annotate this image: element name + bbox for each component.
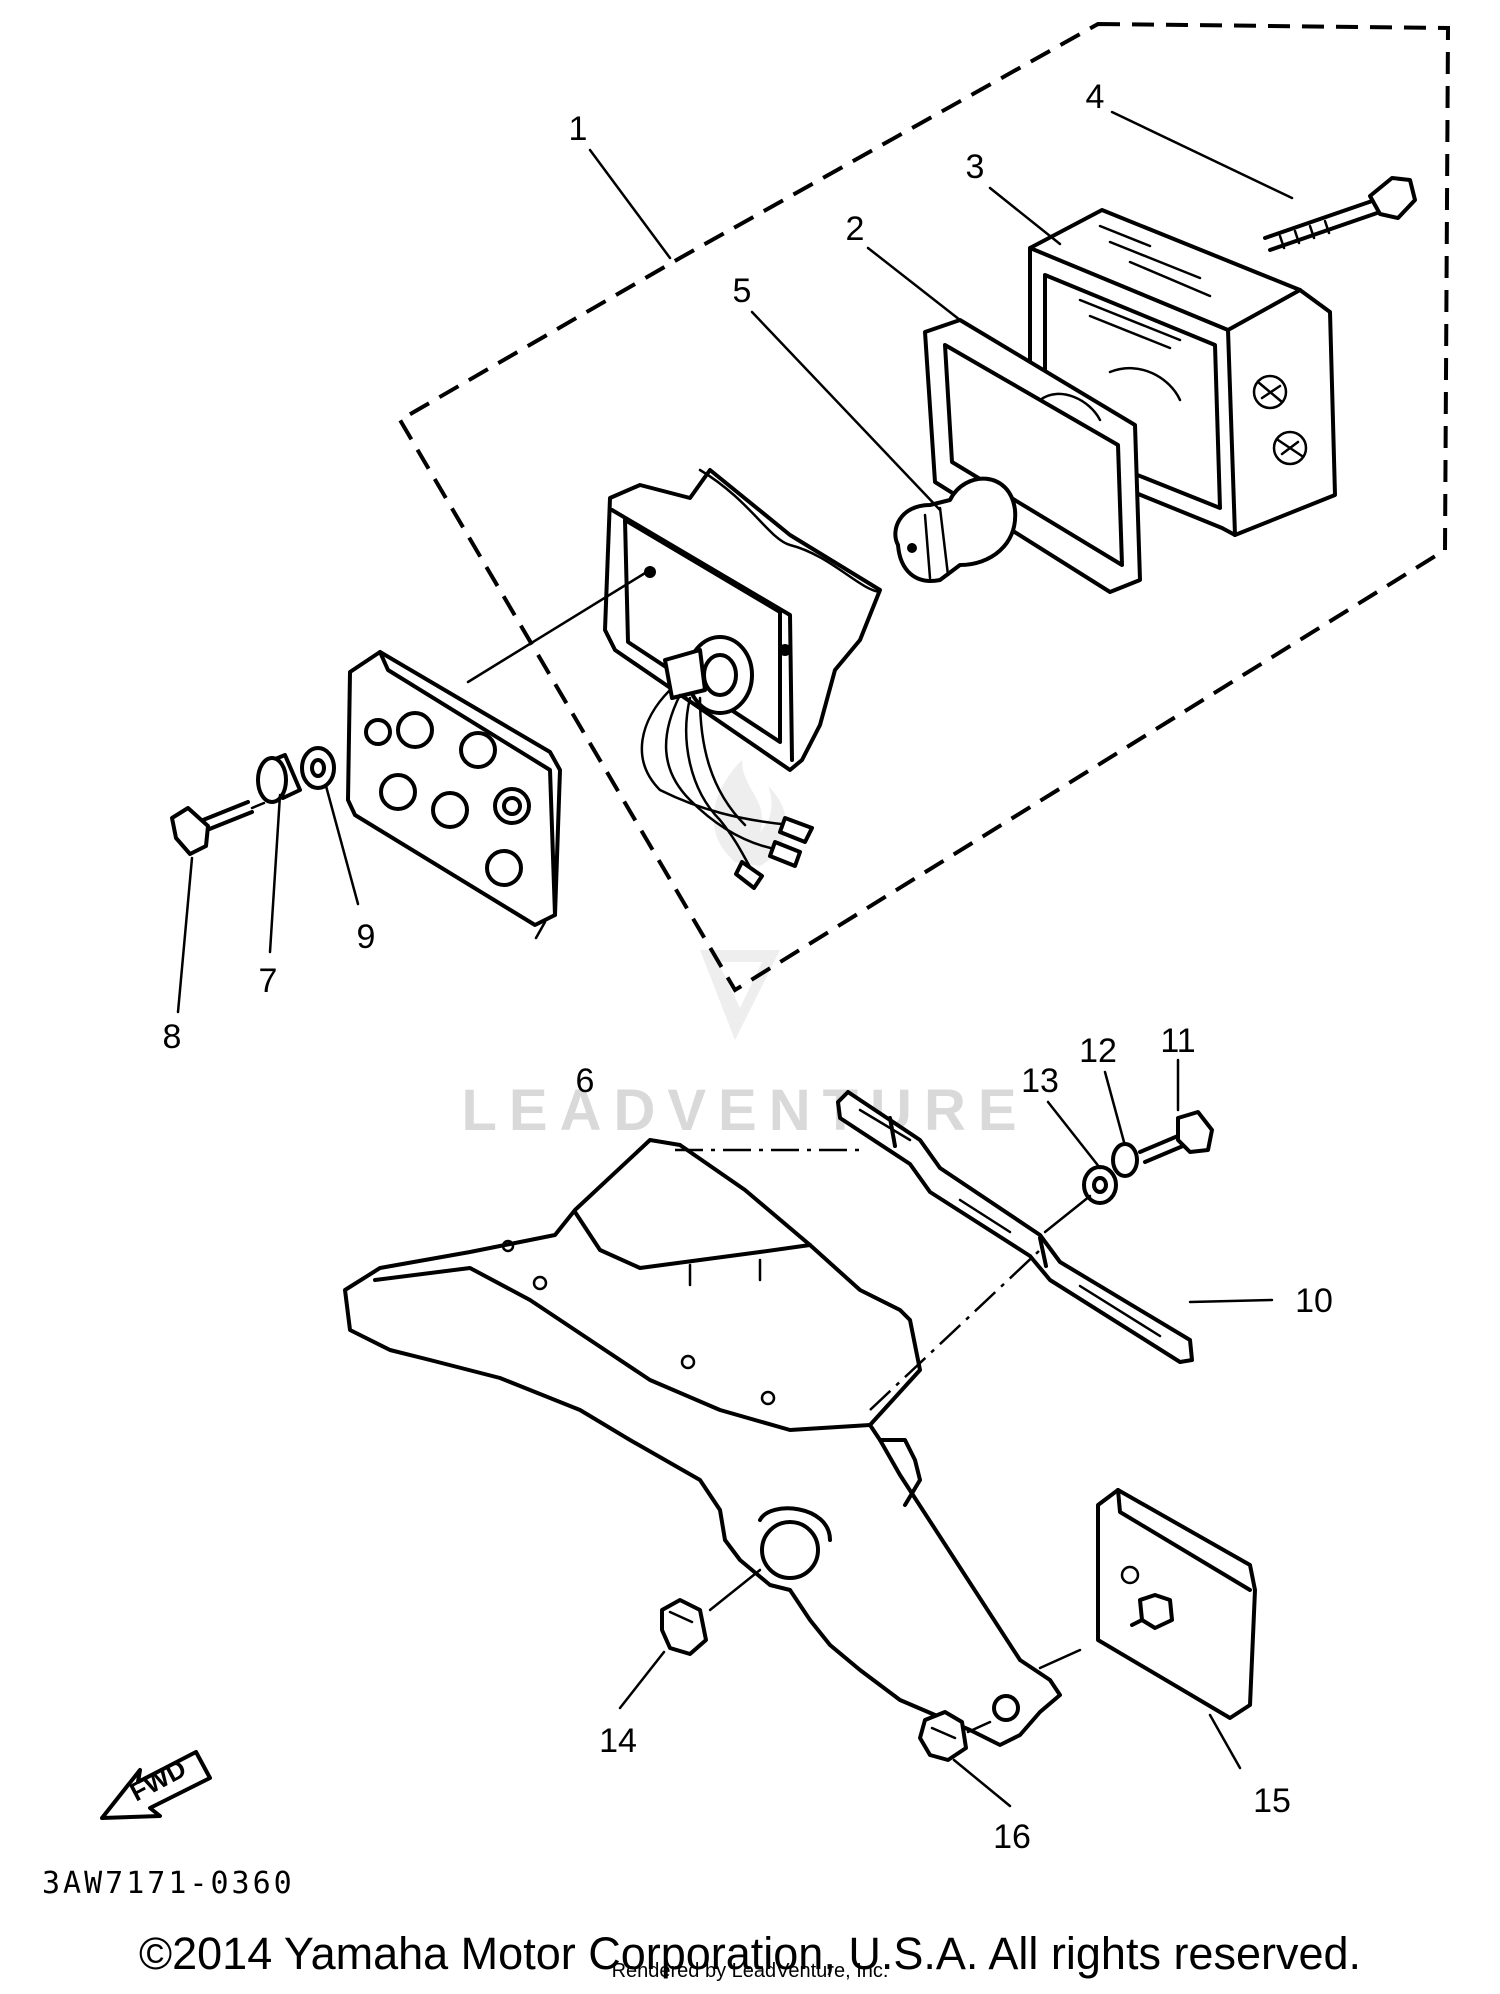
part-8-bolt: [170, 800, 254, 856]
watermark: LEADVENTURE: [461, 760, 1028, 1143]
callout-14: 14: [599, 1722, 637, 1760]
copyright-notice: ©2014 Yamaha Motor Corporation, U.S.A. A…: [138, 1928, 1362, 1979]
rear-fender: [343, 1138, 1062, 1747]
callout-11: 11: [1160, 1022, 1195, 1060]
rendered-by-notice: Rendered by LeadVenture, Inc.: [611, 1960, 889, 1982]
forward-arrow: FWD: [100, 1750, 212, 1820]
callout-7: 7: [259, 962, 278, 1000]
assembly-outline: [397, 21, 1451, 993]
leader-lines: [176, 110, 1294, 1808]
part-11-bolt: [1138, 1110, 1214, 1164]
axis-line-bolt: [250, 801, 266, 810]
part-15-reflector: [1096, 1488, 1257, 1720]
axis-line-bracket: [1043, 1194, 1092, 1234]
callout-8: 8: [163, 1018, 182, 1056]
watermark-text: LEADVENTURE: [461, 1078, 1028, 1143]
axis-line-reflector: [1038, 1648, 1082, 1670]
axis-line-fender-bracket: [869, 1249, 1041, 1411]
part-5-bulb: [893, 476, 1018, 583]
part-6-rear-plate: [346, 650, 562, 927]
callout-15: 15: [1253, 1782, 1291, 1820]
part-7-grommet: [256, 753, 302, 804]
part-4-screw: [1263, 176, 1417, 252]
axis-line-nut-16: [966, 1720, 992, 1734]
callout-3: 3: [966, 148, 985, 186]
diagram-code: 3AW7171-0360: [42, 1866, 295, 1901]
callout-2: 2: [846, 210, 865, 248]
callout-16: 16: [993, 1818, 1031, 1856]
callout-13: 13: [1021, 1062, 1059, 1100]
callout-9: 9: [357, 918, 376, 956]
callout-12: 12: [1079, 1032, 1117, 1070]
leadventure-logo: [700, 760, 787, 1040]
part-10-plate-bracket: [836, 1090, 1194, 1364]
callout-5: 5: [733, 272, 752, 310]
part-14-nut: [660, 1598, 708, 1656]
part-1-lamp-base: [603, 468, 882, 890]
callout-1: 1: [569, 110, 588, 148]
axis-line-plate: [466, 568, 652, 684]
callout-4: 4: [1086, 78, 1105, 116]
axis-line-nut-14: [708, 1568, 762, 1612]
callout-6: 6: [576, 1062, 595, 1100]
part-9-washer: [300, 746, 336, 790]
part-12-spring-washer: [1111, 1142, 1139, 1178]
part-16-nut: [918, 1710, 968, 1762]
callout-10: 10: [1295, 1282, 1333, 1320]
callout-labels: 1 2 3 4 5 6 7 8 9 10 11 12 13 14 15 16: [163, 78, 1333, 1856]
